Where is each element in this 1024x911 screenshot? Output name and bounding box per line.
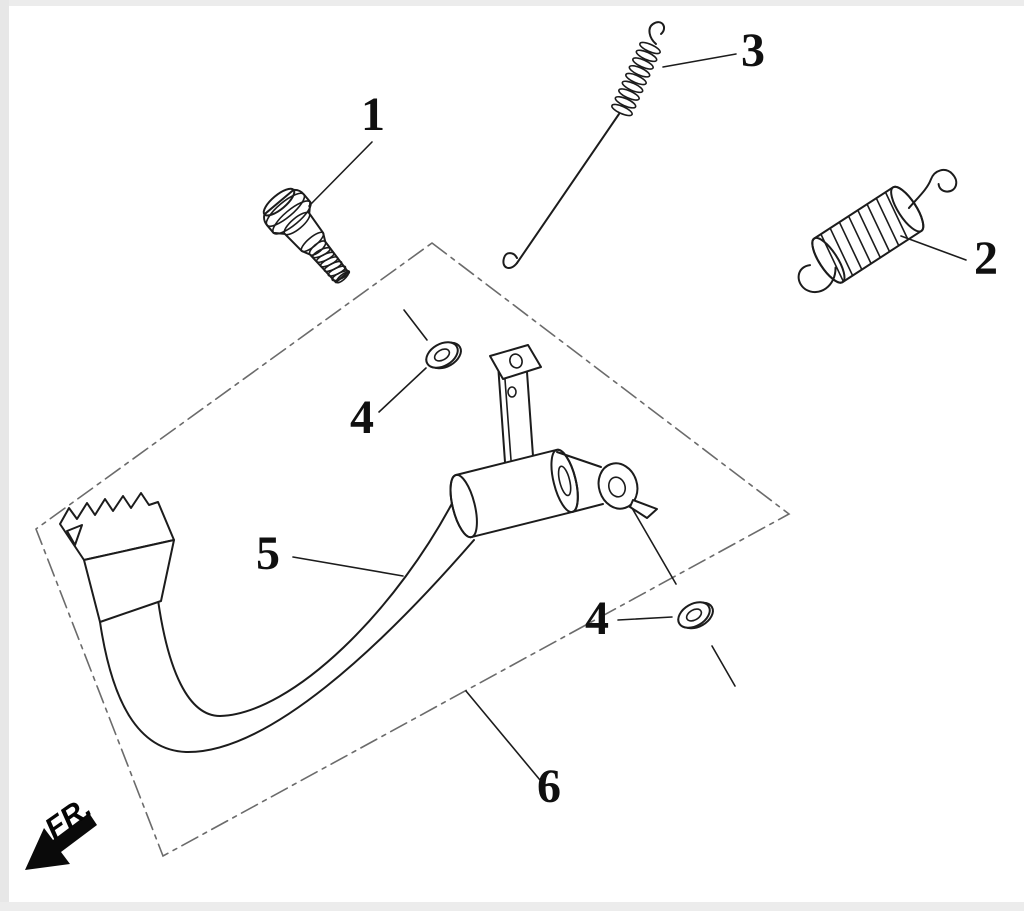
bolt-threads <box>311 246 351 282</box>
clevis-tab <box>629 499 658 519</box>
pedal-pad-wedge-detail <box>66 524 83 546</box>
pedal-stop-bracket <box>489 344 542 463</box>
long-spring-part-3 <box>502 21 665 269</box>
pedal-pad-front-face <box>83 539 175 623</box>
leader-part6 <box>465 690 541 781</box>
spring2-left-hook <box>797 264 837 294</box>
leader-part4-lower <box>617 616 673 621</box>
bracket-hole <box>509 353 523 369</box>
leader-part2 <box>900 235 967 261</box>
scan-edge-left <box>0 0 9 911</box>
pedal-arm-inner-edge <box>157 491 459 717</box>
pedal-pad-top-face <box>59 492 175 561</box>
pedal-clevis-lug <box>556 451 658 519</box>
bracket-small-hole <box>507 386 517 398</box>
leader-part1 <box>308 141 373 207</box>
spring3-top-hook <box>648 21 665 45</box>
bolt-tip <box>335 271 350 284</box>
boss-bore <box>557 465 572 497</box>
fr-arrow-icon <box>25 813 97 870</box>
fr-direction-marker: FR. <box>25 791 98 870</box>
scan-edge-bottom <box>0 902 1024 911</box>
callout-part4-upper: 4 <box>350 391 374 444</box>
washer-part-4-lower <box>677 601 714 630</box>
alignment-axis-lines <box>403 309 736 687</box>
spring2-right-hook <box>907 168 958 210</box>
spring3-bottom-hook <box>502 252 518 269</box>
callout-part2: 2 <box>974 232 998 285</box>
callout-part3: 3 <box>741 24 765 77</box>
scan-edge-top <box>0 0 1024 6</box>
callout-part5: 5 <box>256 527 280 580</box>
clevis-eye-outer <box>597 462 639 510</box>
bolt-flange-ridge <box>272 200 312 235</box>
pedal-arm-outer-edge <box>99 539 475 754</box>
spring2-coil-lines <box>820 191 909 283</box>
callout-labels: 1 3 2 4 4 5 6 <box>256 24 998 813</box>
spring3-wire <box>516 113 620 264</box>
washer-part-4-upper <box>425 341 462 370</box>
spring3-coils <box>611 41 661 117</box>
callout-part6: 6 <box>537 760 561 813</box>
leader-part5 <box>292 556 404 577</box>
callout-leader-lines <box>292 53 967 781</box>
bolt-head-face <box>262 187 296 217</box>
callout-part1: 1 <box>361 88 385 141</box>
leader-part4-upper <box>378 367 427 413</box>
assembly-boundary-part-6 <box>35 242 791 858</box>
bolt-flange-ridge <box>265 192 306 228</box>
pivot-bolt-part-1 <box>262 187 351 284</box>
pedal-pivot-boss <box>449 448 579 539</box>
return-spring-part-2 <box>797 168 958 294</box>
clevis-eye-hole <box>607 476 627 498</box>
callout-part4-lower: 4 <box>585 592 609 645</box>
leader-part3 <box>662 53 737 68</box>
brake-pedal-part-5 <box>59 344 658 754</box>
